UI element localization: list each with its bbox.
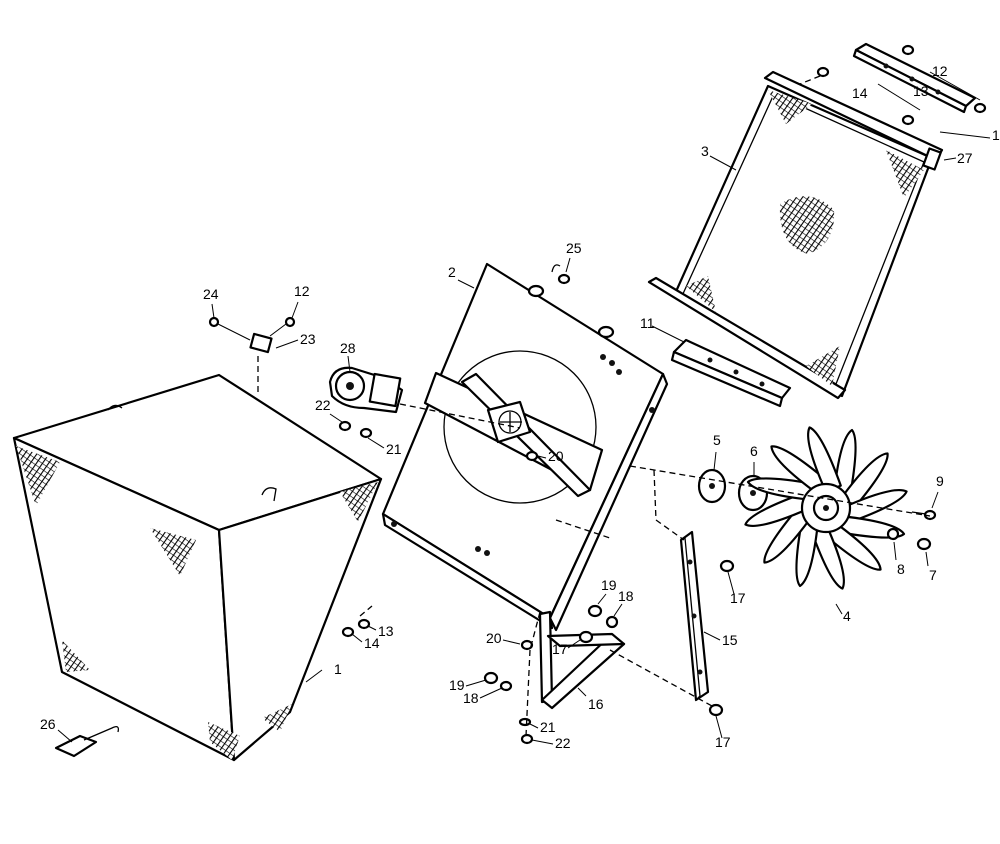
callout-3: 3: [701, 143, 709, 159]
callout-26: 26: [40, 716, 56, 732]
callout-20-upper: 20: [548, 448, 564, 464]
callout-9: 9: [936, 473, 944, 489]
shroud-part: [12, 373, 383, 762]
callout-13-top: 13: [913, 83, 929, 99]
latch-block-part: [208, 301, 299, 354]
callout-27: 27: [957, 150, 973, 166]
callout-labels: 12 13 14 1 3 27 25 2 24 12 23 11 28 22 2…: [40, 63, 1000, 751]
hardware-parts: [329, 257, 735, 745]
upper-bracket-part: [816, 42, 991, 139]
callout-4: 4: [843, 608, 851, 624]
callout-22-upper: 22: [315, 397, 331, 413]
vertical-bracket-part: [679, 530, 721, 702]
callout-7: 7: [929, 567, 937, 583]
callout-25: 25: [566, 240, 582, 256]
lower-bracket-part: [651, 325, 792, 408]
callout-11: 11: [640, 315, 655, 331]
callout-16: 16: [588, 696, 604, 712]
callout-17-lower: 17: [715, 734, 731, 750]
pump-part: [328, 355, 404, 414]
clip-part: [54, 726, 120, 758]
callout-22-lower: 22: [555, 735, 571, 751]
callout-6: 6: [750, 443, 758, 459]
callout-5: 5: [713, 432, 721, 448]
callout-19-upper: 19: [601, 577, 617, 593]
callout-13-lower: 13: [378, 623, 394, 639]
callout-19-lower: 19: [449, 677, 465, 693]
callout-17-middle: 17: [552, 641, 568, 657]
callout-28: 28: [340, 340, 356, 356]
callout-14-top: 14: [852, 85, 868, 101]
fan-bolts: [886, 491, 939, 567]
callout-17-upper: 17: [730, 590, 746, 606]
callout-15: 15: [722, 632, 738, 648]
mounting-plate-part: [381, 262, 669, 632]
callout-23: 23: [300, 331, 316, 347]
callout-1-lower: 1: [334, 661, 342, 677]
radiator-part: [647, 70, 957, 400]
callout-21-upper: 21: [386, 441, 402, 457]
callout-1-top: 1: [992, 127, 1000, 143]
assembly-lines: [257, 75, 931, 737]
callout-21-lower: 21: [540, 719, 556, 735]
base-bracket-part: [538, 610, 626, 710]
callout-18-lower: 18: [463, 690, 479, 706]
callout-14-lower: 14: [364, 635, 380, 651]
fan-part: [742, 424, 910, 615]
callout-18-upper: 18: [618, 588, 634, 604]
callout-24: 24: [203, 286, 219, 302]
callout-12-left: 12: [294, 283, 310, 299]
callout-12-top: 12: [932, 63, 948, 79]
callout-2: 2: [448, 264, 456, 280]
callout-8: 8: [897, 561, 905, 577]
callout-20-lower: 20: [486, 630, 502, 646]
